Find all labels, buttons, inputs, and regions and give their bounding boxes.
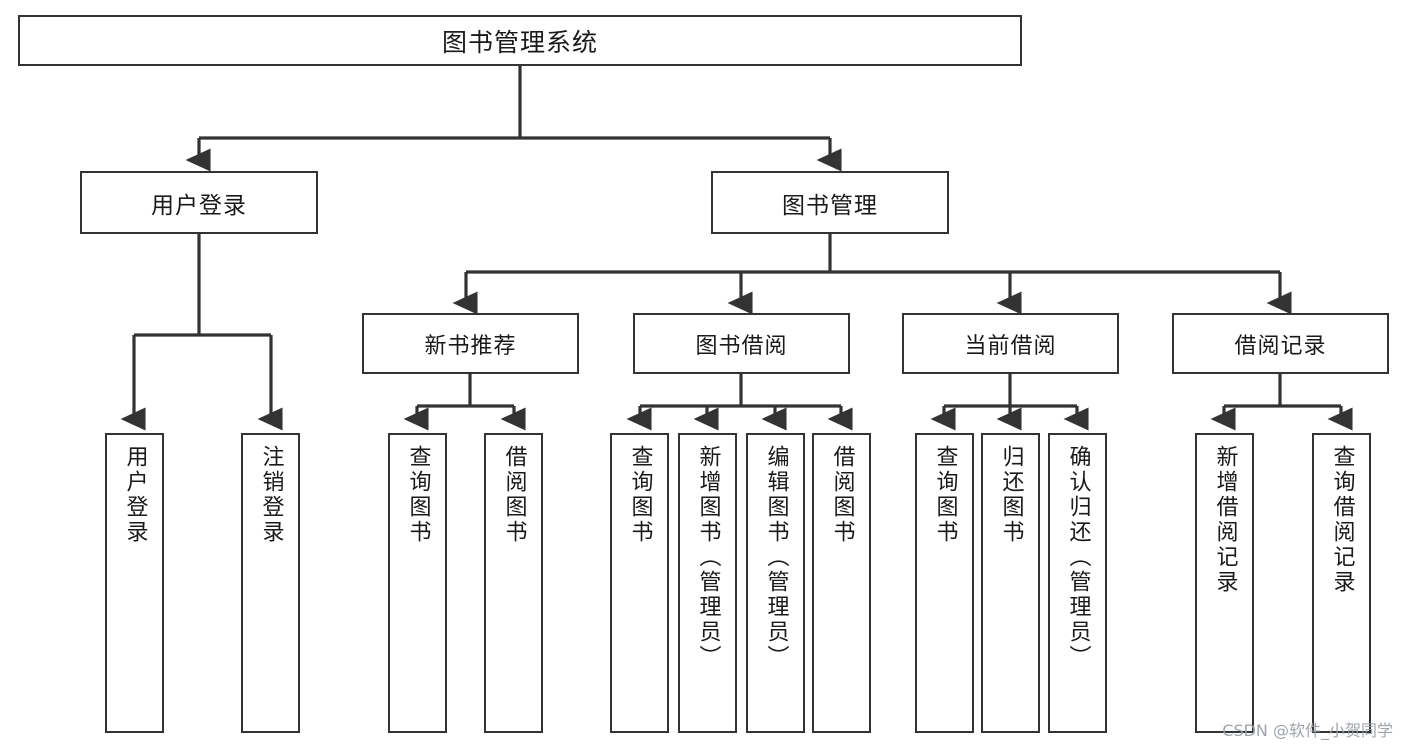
node-user-login[interactable]: 用户登录 <box>80 171 318 234</box>
node-current-borrow[interactable]: 当前借阅 <box>902 313 1119 374</box>
leaf-label: 查询借阅记录 <box>1329 445 1355 595</box>
leaf-label: 查询图书 <box>932 445 958 545</box>
node-borrow-record[interactable]: 借阅记录 <box>1172 313 1389 374</box>
node-leaf-edit-book[interactable]: 编辑图书（管理员） <box>746 433 805 733</box>
node-leaf-user-login[interactable]: 用户登录 <box>105 433 164 733</box>
node-leaf-query-record[interactable]: 查询借阅记录 <box>1312 433 1371 733</box>
watermark-credit: CSDN @软件_小贺同学 <box>1222 721 1393 740</box>
node-leaf-user-logout[interactable]: 注销登录 <box>241 433 300 733</box>
node-leaf-add-record[interactable]: 新增借阅记录 <box>1195 433 1254 733</box>
leaf-label: 新增图书（管理员） <box>695 445 721 670</box>
node-leaf-add-book[interactable]: 新增图书（管理员） <box>678 433 737 733</box>
node-leaf-query-book-1[interactable]: 查询图书 <box>388 433 447 733</box>
leaf-label: 借阅图书 <box>501 445 527 545</box>
leaf-label: 新增借阅记录 <box>1212 445 1238 595</box>
node-book-manage[interactable]: 图书管理 <box>711 171 949 234</box>
leaf-label: 借阅图书 <box>829 445 855 545</box>
leaf-label: 注销登录 <box>258 445 284 545</box>
node-leaf-borrow-book-2[interactable]: 借阅图书 <box>812 433 871 733</box>
node-leaf-query-book-2[interactable]: 查询图书 <box>610 433 669 733</box>
node-leaf-query-book-3[interactable]: 查询图书 <box>915 433 974 733</box>
leaf-label: 确认归还（管理员） <box>1065 445 1091 670</box>
node-root-system[interactable]: 图书管理系统 <box>18 15 1022 66</box>
node-leaf-confirm-return[interactable]: 确认归还（管理员） <box>1048 433 1107 733</box>
node-leaf-borrow-book-1[interactable]: 借阅图书 <box>484 433 543 733</box>
leaf-label: 查询图书 <box>405 445 431 545</box>
node-book-borrow[interactable]: 图书借阅 <box>633 313 850 374</box>
leaf-label: 编辑图书（管理员） <box>763 445 789 670</box>
node-leaf-return-book[interactable]: 归还图书 <box>981 433 1040 733</box>
node-new-book-recommend[interactable]: 新书推荐 <box>362 313 579 374</box>
leaf-label: 查询图书 <box>627 445 653 545</box>
leaf-label: 用户登录 <box>122 445 148 545</box>
leaf-label: 归还图书 <box>998 445 1024 545</box>
